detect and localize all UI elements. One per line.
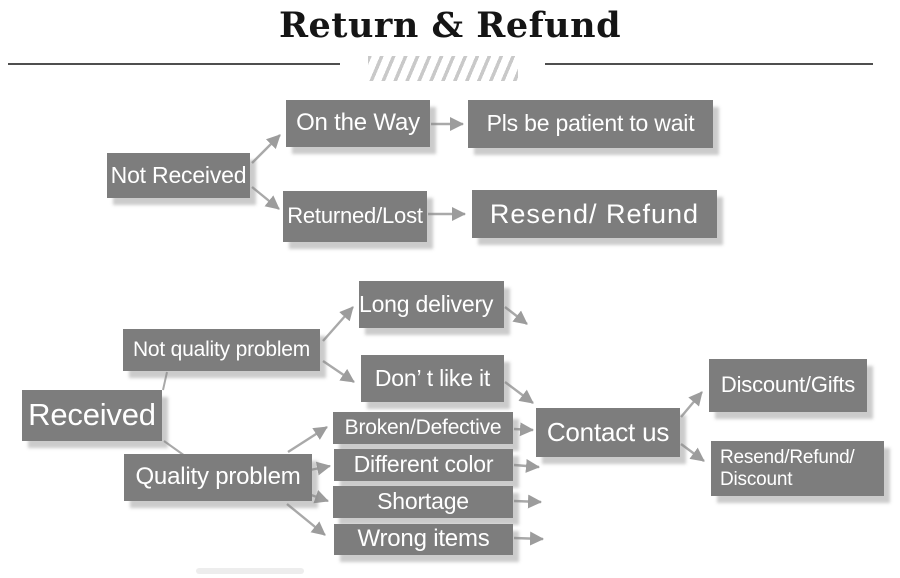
connector-different-color-to-open xyxy=(513,458,540,473)
connector-quality-problem-to-different-color xyxy=(309,461,331,476)
bottom-edge-artifact xyxy=(196,568,304,574)
connector-long-delivery-to-open xyxy=(504,306,528,325)
connector-shortage-to-open xyxy=(513,494,542,509)
connector-wrong-items-to-open xyxy=(513,531,544,546)
connector-dont-like-it-to-contact-us xyxy=(504,381,534,404)
connector-not-received-to-returned-lost xyxy=(251,186,280,210)
connector-received-to-quality-problem xyxy=(163,440,186,457)
divider-left-line xyxy=(8,63,340,65)
connector-broken-defective-to-contact-us xyxy=(513,422,534,437)
connector-contact-us-to-resend-refund-discount xyxy=(680,443,705,462)
connector-not-quality-problem-to-long-delivery xyxy=(322,306,354,342)
divider-right-line xyxy=(545,63,873,65)
divider-hatch-marks xyxy=(368,56,518,81)
page-title: Return & Refund xyxy=(278,5,622,46)
connector-not-received-to-on-the-way xyxy=(251,134,281,164)
connector-received-to-not-quality-problem xyxy=(162,371,168,391)
connector-quality-problem-to-broken-defective xyxy=(287,425,328,454)
connector-quality-problem-to-wrong-items xyxy=(286,503,326,536)
connector-not-quality-problem-to-dont-like-it xyxy=(322,360,355,383)
connector-quality-problem-to-shortage xyxy=(299,489,329,504)
connector-contact-us-to-discount-gifts xyxy=(680,391,703,418)
